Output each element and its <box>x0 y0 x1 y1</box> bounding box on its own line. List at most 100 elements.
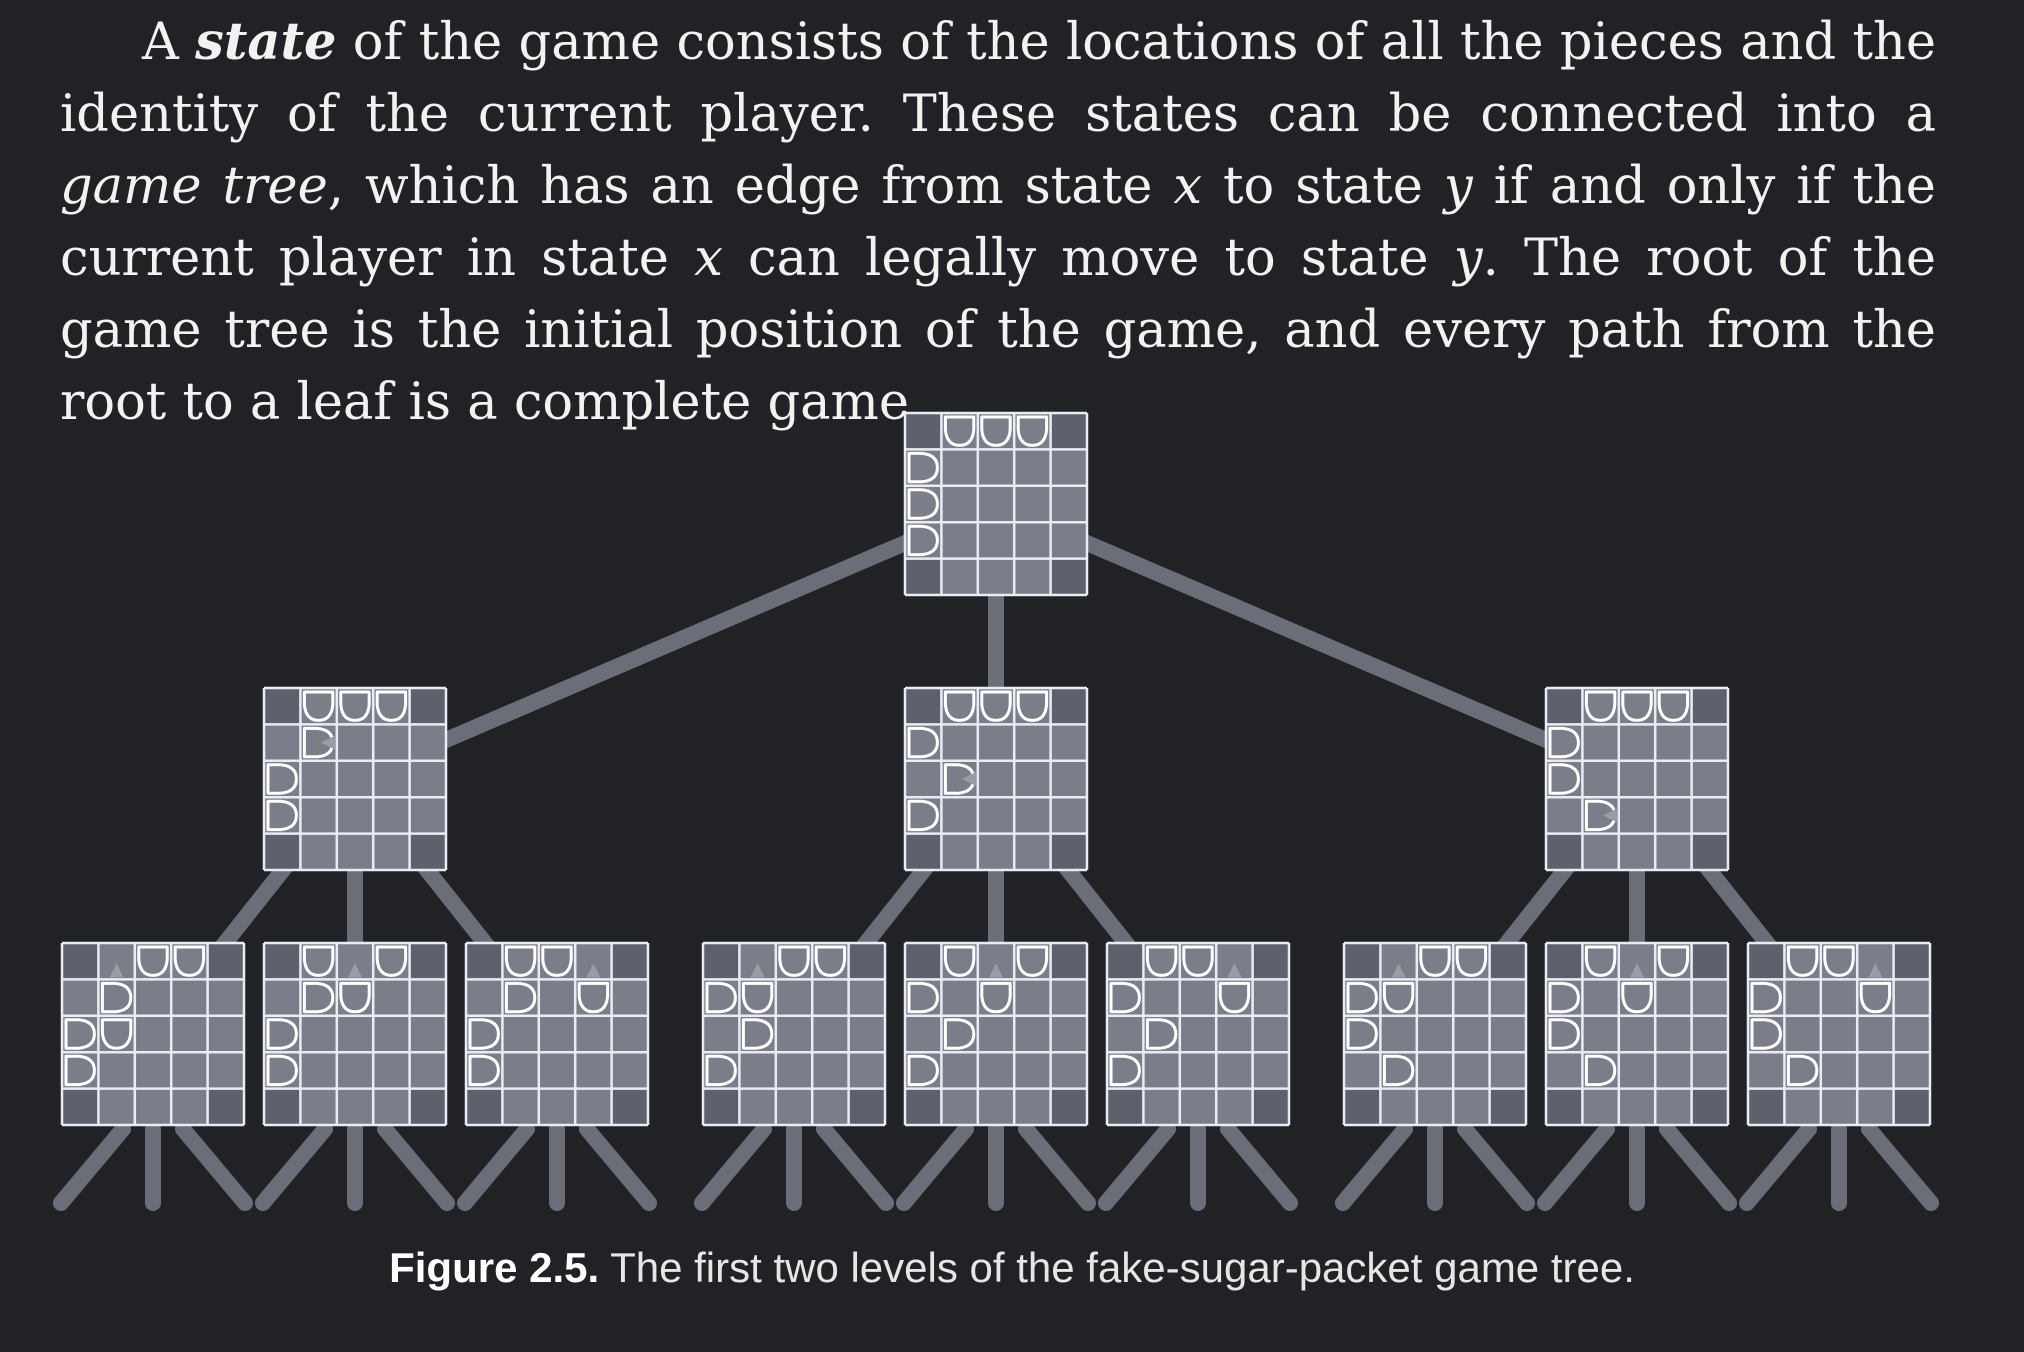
piece-right <box>1382 1054 1415 1087</box>
tree-stub-edge <box>1335 1121 1413 1211</box>
piece-down <box>375 945 408 977</box>
board-corner-cell <box>905 833 942 870</box>
math-var-y: y <box>1443 157 1473 216</box>
piece-right <box>1750 981 1782 1014</box>
board-corner-cell <box>1546 688 1583 725</box>
tree-stub-edge <box>579 1121 657 1211</box>
level2-board-2-3 <box>1105 941 1291 1127</box>
piece-down <box>1621 981 1653 1014</box>
piece-right <box>705 981 737 1014</box>
piece-right <box>302 981 335 1014</box>
board-corner-cell <box>264 1088 301 1125</box>
piece-right <box>907 451 939 484</box>
piece-down <box>1657 690 1690 722</box>
board-corner-cell <box>264 943 301 980</box>
level1-board-1 <box>262 686 448 872</box>
board-corner-cell <box>409 833 446 870</box>
tree-boards <box>60 411 1932 1127</box>
piece-right <box>907 981 939 1014</box>
piece-right <box>1346 1018 1378 1050</box>
piece-down <box>504 945 537 977</box>
board-corner-cell <box>207 1088 244 1125</box>
root-board <box>903 411 1089 597</box>
board-corner-cell <box>62 943 99 980</box>
tree-stub-edge <box>1739 1121 1817 1211</box>
level2-board-2-2 <box>903 941 1089 1127</box>
board-corner-cell <box>1893 943 1930 980</box>
board-corner-cell <box>905 558 942 595</box>
piece-right <box>705 1054 737 1087</box>
move-arrow-icon <box>989 963 1003 978</box>
paragraph-text: to state <box>1202 157 1444 216</box>
piece-right <box>504 981 537 1014</box>
math-var-x: x <box>694 229 723 288</box>
level2-board-3-1 <box>1342 941 1528 1127</box>
board-corner-cell <box>1050 688 1087 725</box>
piece-down <box>302 945 335 977</box>
piece-down <box>100 1018 133 1050</box>
move-arrow-icon <box>1391 963 1406 978</box>
move-arrow-icon <box>1227 963 1242 978</box>
figure-caption-text: The first two levels of the fake-sugar-p… <box>599 1244 1635 1291</box>
board-corner-cell <box>1252 1088 1289 1125</box>
tree-stub-edge <box>457 1121 535 1211</box>
piece-down <box>1016 415 1049 447</box>
piece-down <box>339 690 371 722</box>
board-corner-cell <box>207 943 244 980</box>
piece-right <box>1548 981 1580 1014</box>
piece-down <box>302 690 335 722</box>
piece-down <box>1182 945 1214 977</box>
piece-right <box>100 981 133 1014</box>
piece-down <box>339 981 371 1014</box>
paragraph-text: if and only if the current player in sta… <box>60 157 1936 288</box>
piece-down <box>814 945 847 977</box>
piece-down <box>943 690 976 722</box>
board-corner-cell <box>1691 1088 1728 1125</box>
board-corner-cell <box>1050 1088 1087 1125</box>
move-arrow-icon <box>109 963 124 978</box>
move-arrow-icon <box>586 963 601 978</box>
level2-board-3-2 <box>1544 941 1730 1127</box>
paragraph-text: of the game consists of the locations of… <box>60 13 1936 144</box>
board-corner-cell <box>611 943 648 980</box>
tree-stub-edge <box>1220 1121 1298 1211</box>
term-state: state <box>195 12 337 72</box>
level2-board-3-3 <box>1746 941 1932 1127</box>
piece-down <box>943 415 976 447</box>
board-corner-cell <box>1546 833 1583 870</box>
tree-stub-edge <box>896 1121 974 1211</box>
tree-stub-edge <box>1861 1121 1939 1211</box>
board-corner-cell <box>1252 943 1289 980</box>
board-corner-cell <box>905 413 942 450</box>
piece-down <box>1419 945 1451 977</box>
board-corner-cell <box>1546 943 1583 980</box>
piece-right <box>1548 763 1580 795</box>
piece-right <box>1109 981 1141 1014</box>
board-corner-cell <box>1050 558 1087 595</box>
paragraph-text: , which has an edge from state <box>327 157 1174 216</box>
tree-stub-edge <box>1457 1121 1535 1211</box>
piece-right <box>64 1054 96 1087</box>
piece-down <box>980 981 1012 1014</box>
piece-right <box>468 1018 500 1050</box>
level2-board-1-1 <box>60 941 246 1127</box>
math-var-y: y <box>1453 229 1483 288</box>
piece-down <box>1455 945 1488 977</box>
piece-down <box>1218 981 1251 1014</box>
board-corner-cell <box>905 943 942 980</box>
piece-down <box>778 945 810 977</box>
tree-stub-edge <box>694 1121 772 1211</box>
piece-right <box>266 1018 298 1050</box>
board-corner-cell <box>1107 1088 1144 1125</box>
level2-board-2-1 <box>701 941 887 1127</box>
board-corner-cell <box>264 688 301 725</box>
board-corner-cell <box>409 1088 446 1125</box>
board-corner-cell <box>905 1088 942 1125</box>
piece-down <box>980 415 1012 447</box>
term-game-tree: game tree <box>60 157 328 216</box>
piece-right <box>1750 1018 1782 1050</box>
piece-right <box>1786 1054 1819 1087</box>
piece-down <box>1016 690 1049 722</box>
board-corner-cell <box>1691 688 1728 725</box>
